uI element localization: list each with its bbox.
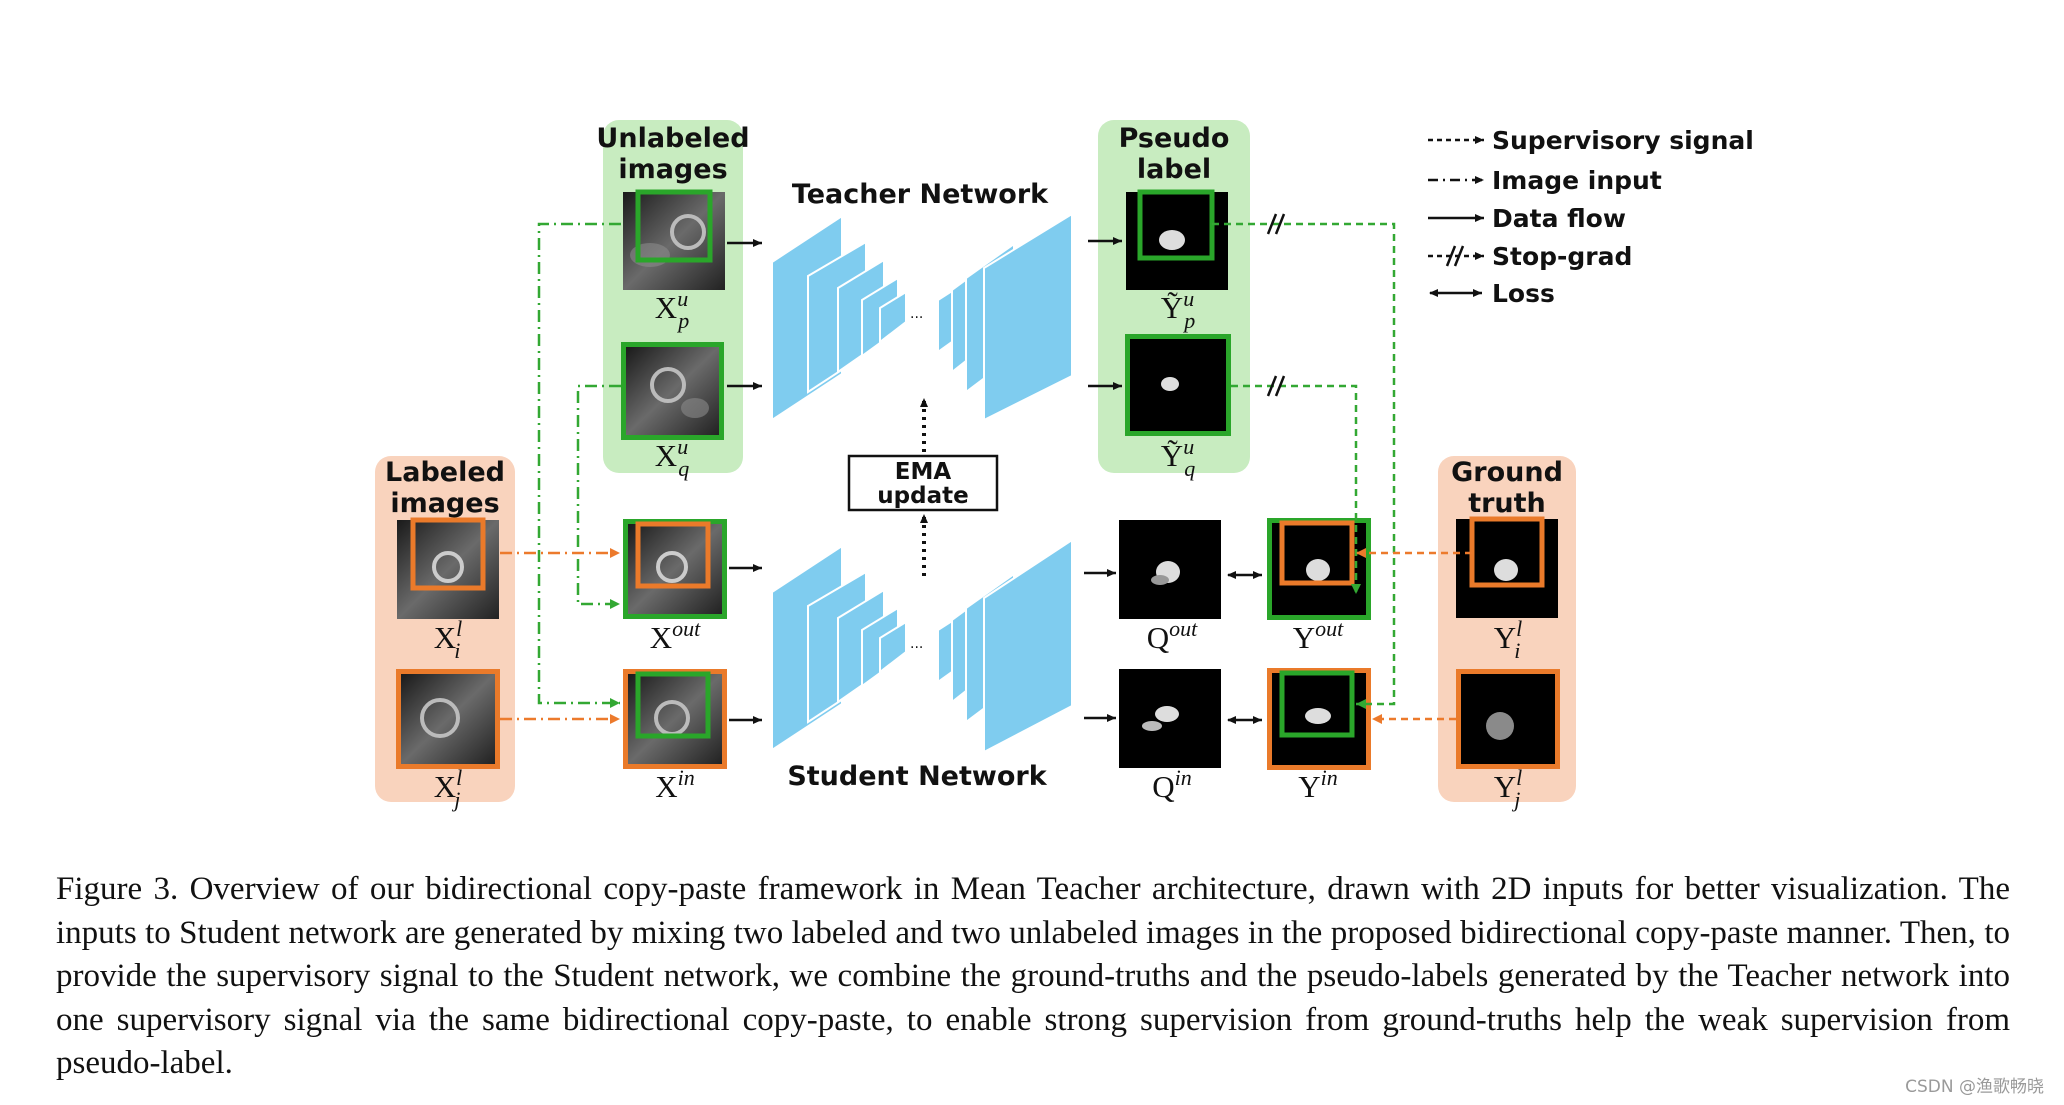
- legend-label-1: Image input: [1492, 166, 1662, 195]
- orange-supervisory-lines: [1356, 548, 1472, 724]
- labeled-title-2: images: [390, 488, 499, 519]
- teacher-decoder: [937, 212, 1073, 422]
- ema-line-2: update: [877, 483, 968, 509]
- ema-update-box: [847, 454, 999, 512]
- student-ellipsis: ...: [910, 636, 923, 652]
- legend: Supervisory signal Image input Data flow…: [1428, 126, 1754, 308]
- mask-yout: [1267, 518, 1371, 620]
- green-image-input-lines: [537, 222, 621, 708]
- legend-label-0: Supervisory signal: [1492, 126, 1754, 155]
- loss-arrows: [1227, 571, 1262, 724]
- ema-line-1: EMA: [895, 459, 952, 485]
- unlabeled-title-2: images: [618, 154, 727, 185]
- mask-qout: [1119, 520, 1221, 619]
- image-xqu: [621, 342, 724, 440]
- label-xin: Xin: [655, 765, 695, 804]
- orange-image-input-lines: [500, 548, 620, 724]
- label-xout: Xout: [650, 616, 701, 655]
- pseudo-title-2: label: [1137, 154, 1211, 185]
- image-xout: [623, 519, 727, 619]
- teacher-encoder: [771, 214, 907, 422]
- label-yout: Yout: [1293, 616, 1344, 655]
- legend-label-2: Data flow: [1492, 204, 1626, 233]
- labeled-title-1: Labeled: [385, 457, 505, 488]
- label-qout: Qout: [1147, 616, 1198, 655]
- mask-qin: [1119, 669, 1221, 768]
- teacher-ellipsis: ...: [910, 306, 923, 322]
- framework-diagram: Unlabeled images Pseudo label Labeled im…: [375, 120, 1754, 812]
- label-yin: Yin: [1298, 765, 1338, 804]
- ground-title-1: Ground: [1451, 457, 1563, 488]
- data-flow-arrows: [727, 237, 1122, 724]
- mask-ypu: [1126, 189, 1228, 290]
- stop-grad-marks: [1266, 213, 1286, 397]
- image-xin: [623, 669, 727, 769]
- legend-label-4: Loss: [1492, 279, 1555, 308]
- pseudo-title-1: Pseudo: [1119, 123, 1230, 154]
- watermark: CSDN @渔歌畅晓: [1905, 1077, 2044, 1097]
- mask-yjl: [1456, 669, 1560, 769]
- mask-yqu: [1125, 334, 1231, 436]
- teacher-network-label: Teacher Network: [792, 179, 1049, 210]
- legend-label-3: Stop-grad: [1492, 242, 1632, 271]
- figure-caption: Figure 3. Overview of our bidirectional …: [56, 871, 2010, 1081]
- unlabeled-title-1: Unlabeled: [596, 123, 749, 154]
- student-decoder: [937, 538, 1073, 754]
- label-qin: Qin: [1152, 765, 1192, 804]
- mask-yin: [1267, 668, 1371, 770]
- image-xjl: [396, 669, 500, 769]
- image-xpu: [623, 189, 725, 290]
- student-encoder: [771, 544, 907, 752]
- ground-title-2: truth: [1468, 488, 1546, 519]
- student-network-label: Student Network: [787, 761, 1047, 792]
- image-xil: [397, 517, 499, 619]
- mask-yil: [1456, 516, 1558, 618]
